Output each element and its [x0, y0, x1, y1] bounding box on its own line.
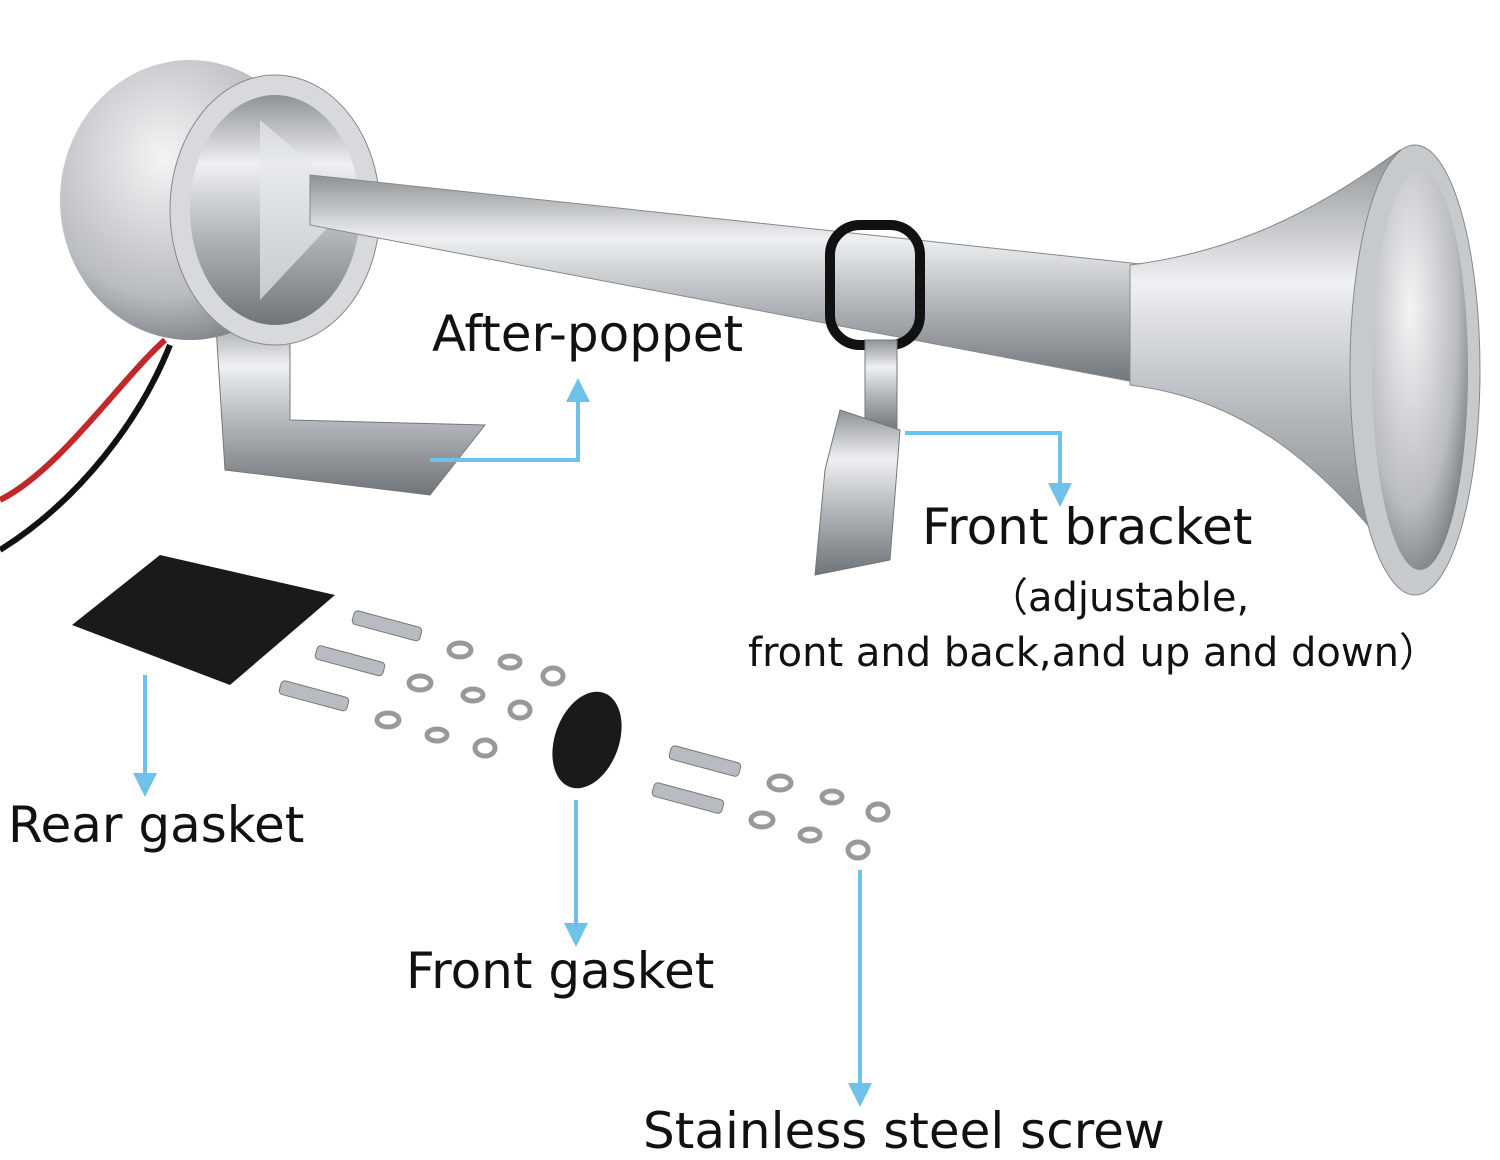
horn-bell — [1129, 144, 1481, 596]
front-gasket — [552, 691, 622, 789]
screws — [278, 610, 742, 814]
label-front-bracket: Front bracket — [922, 498, 1253, 556]
label-stainless-steel-screw: Stainless steel screw — [643, 1102, 1165, 1160]
front-bracket-part — [814, 220, 925, 576]
label-front-bracket-note-2: front and back,and up and down） — [748, 630, 1439, 676]
arrow-front-bracket — [905, 431, 1072, 507]
washers-nuts — [374, 640, 891, 861]
arrow-after-poppet — [430, 378, 590, 462]
label-rear-gasket: Rear gasket — [8, 796, 305, 854]
wires — [0, 337, 173, 553]
horn-body — [60, 60, 381, 346]
rear-gasket — [72, 555, 335, 685]
callout-arrows — [133, 378, 1072, 1107]
label-after-poppet: After-poppet — [432, 305, 744, 363]
label-front-gasket: Front gasket — [406, 942, 715, 1000]
label-front-bracket-note-1: （adjustable, — [988, 575, 1250, 621]
